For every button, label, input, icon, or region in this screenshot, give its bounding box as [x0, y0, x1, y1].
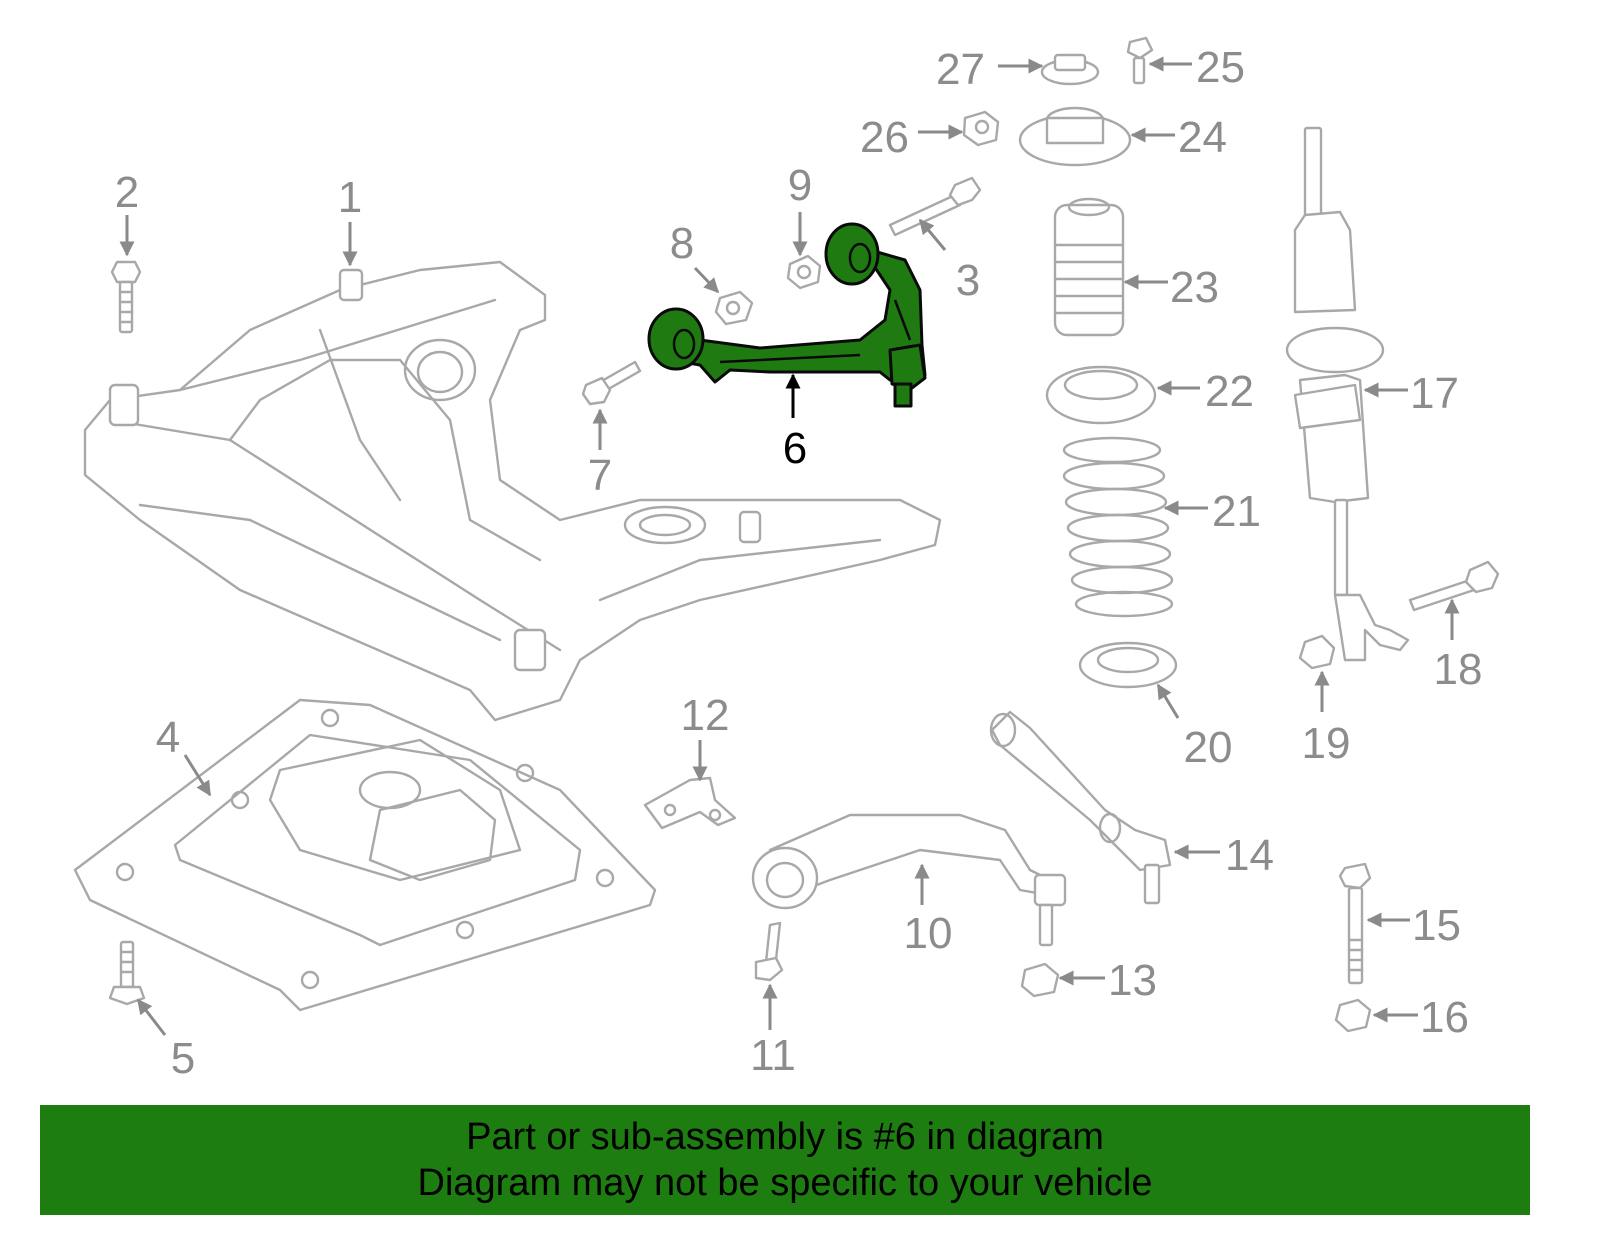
bolt-part-18 [1408, 560, 1500, 612]
nut-part-16 [1334, 998, 1372, 1033]
coil-spring-part-21 [1062, 436, 1174, 618]
callout-7: 7 [588, 451, 612, 500]
callout-26: 26 [860, 113, 909, 162]
callout-10: 10 [904, 909, 953, 958]
callout-12: 12 [681, 691, 730, 740]
callout-5: 5 [171, 1034, 195, 1083]
control-arm-part-10 [751, 813, 1067, 947]
callout-13: 13 [1108, 956, 1157, 1005]
callout-labels: 1 2 3 4 5 6 7 8 9 10 11 12 13 14 15 16 1… [115, 43, 1483, 1083]
callout-19: 19 [1302, 719, 1351, 768]
callout-17: 17 [1410, 369, 1459, 418]
callout-25: 25 [1196, 43, 1245, 92]
bracket-part-12 [643, 776, 737, 830]
callout-15: 15 [1412, 901, 1461, 950]
callout-16: 16 [1420, 993, 1469, 1042]
upper-control-arm-part-6[interactable] [647, 222, 927, 408]
spring-seat-part-20 [1078, 641, 1178, 689]
nut-part-13 [1020, 962, 1060, 998]
bump-stop-part-23 [1053, 197, 1125, 337]
bolt-part-11 [754, 921, 784, 982]
bolt-part-15 [1338, 862, 1372, 985]
spring-seat-part-22 [1045, 365, 1157, 425]
callout-20: 20 [1184, 723, 1233, 772]
bolt-part-25 [1126, 36, 1154, 85]
callout-8: 8 [670, 219, 694, 268]
strut-part-17 [1285, 126, 1410, 662]
link-arm-part-14 [989, 710, 1172, 905]
nut-part-9 [786, 254, 822, 290]
nut-part-26 [962, 110, 1000, 147]
callout-24: 24 [1178, 113, 1227, 162]
callout-27: 27 [936, 45, 985, 94]
callout-4: 4 [156, 713, 180, 762]
cap-part-27 [1040, 53, 1100, 86]
bolt-part-7 [581, 360, 642, 406]
callout-23: 23 [1170, 263, 1219, 312]
callout-1: 1 [338, 173, 362, 222]
nut-part-8 [714, 290, 754, 326]
callout-14: 14 [1225, 831, 1274, 880]
callout-6-highlighted: 6 [783, 424, 807, 473]
banner-line-1: Part or sub-assembly is #6 in diagram [466, 1116, 1104, 1158]
callout-2: 2 [115, 168, 139, 217]
callout-11: 11 [750, 1031, 796, 1080]
bolt-part-3 [888, 176, 982, 237]
callout-18: 18 [1434, 645, 1483, 694]
underbody-shield-part [73, 698, 657, 1012]
callout-9: 9 [788, 161, 812, 210]
banner-line-2: Diagram may not be specific to your vehi… [417, 1162, 1153, 1204]
info-banner: Part or sub-assembly is #6 in diagram Di… [40, 1105, 1530, 1215]
callout-21: 21 [1212, 487, 1261, 536]
bolt-part-2 [110, 260, 142, 334]
nut-part-19 [1298, 634, 1336, 670]
callout-3: 3 [956, 256, 980, 305]
subframe-part [83, 260, 942, 722]
bolt-part-5 [108, 940, 146, 1006]
leader-lines [119, 56, 1460, 1036]
callout-22: 22 [1205, 367, 1254, 416]
strut-mount-part-24 [1018, 106, 1132, 167]
